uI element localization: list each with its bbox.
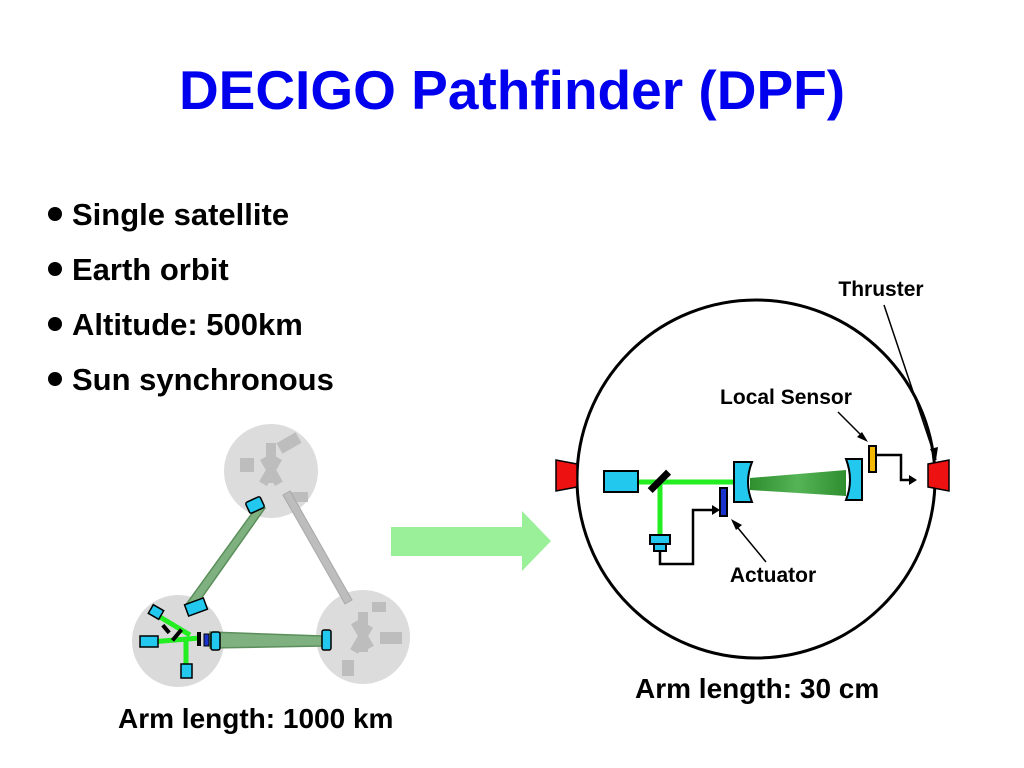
- arm-top-right: [282, 490, 353, 605]
- bullet-dot-icon: [48, 206, 62, 221]
- sensor-wire-arrowhead-icon: [909, 475, 917, 485]
- bullet-dot-icon: [48, 316, 62, 331]
- photodetector: [649, 534, 671, 552]
- beam-splitter: [647, 469, 672, 494]
- laser-source: [603, 470, 639, 493]
- thruster-right-icon: [927, 459, 950, 492]
- transition-arrow-icon: [391, 511, 551, 571]
- decigo-constellation-figure: [132, 424, 410, 687]
- bullet-item: Sun synchronous: [48, 358, 334, 413]
- wire-arrowhead-icon: [712, 505, 720, 515]
- feedback-wire: [658, 508, 712, 566]
- cavity-mirror-right: [844, 458, 863, 501]
- arm-mirror: [210, 631, 221, 651]
- arm-mirror: [321, 629, 332, 651]
- page-title: DECIGO Pathfinder (DPF): [178, 59, 846, 121]
- left-figure-caption: Arm length: 1000 km: [118, 703, 394, 734]
- actuator: [719, 487, 728, 517]
- local-sensor-pointer-arrowhead-icon: [857, 432, 868, 442]
- local-sensor: [868, 445, 877, 473]
- dpf-satellite-figure: Thruster Local Sensor Actuator: [555, 278, 950, 660]
- thruster-pointer: [883, 304, 937, 461]
- actuator-pointer: [732, 521, 767, 563]
- cavity-beam: [750, 470, 846, 496]
- actuator-label: Actuator: [730, 564, 816, 587]
- cavity-mirror-left: [733, 461, 754, 503]
- sensor-wire: [876, 453, 909, 482]
- right-figure-caption: Arm length: 30 cm: [635, 673, 880, 704]
- bullet-item: Single satellite: [48, 193, 334, 248]
- local-sensor-label: Local Sensor: [720, 386, 852, 409]
- thruster-pointer-arrowhead-icon: [930, 447, 938, 460]
- bullet-item: Earth orbit: [48, 248, 334, 303]
- bullet-dot-icon: [48, 261, 62, 276]
- arm-left-top: [183, 504, 267, 611]
- bullet-dot-icon: [48, 371, 62, 386]
- spacecraft-top-structure: [240, 432, 308, 502]
- thruster-label: Thruster: [838, 278, 923, 301]
- bullet-item: Altitude: 500km: [48, 303, 334, 358]
- arm-mirror: [245, 496, 265, 514]
- spacecraft-right-structure: [342, 602, 402, 676]
- actuator-pointer-arrowhead-icon: [731, 519, 742, 530]
- arm-left-right: [209, 631, 323, 649]
- thruster-left-icon: [555, 459, 578, 492]
- bullet-list: Single satellite Earth orbit Altitude: 5…: [48, 193, 334, 413]
- left-craft-optics: [139, 596, 210, 679]
